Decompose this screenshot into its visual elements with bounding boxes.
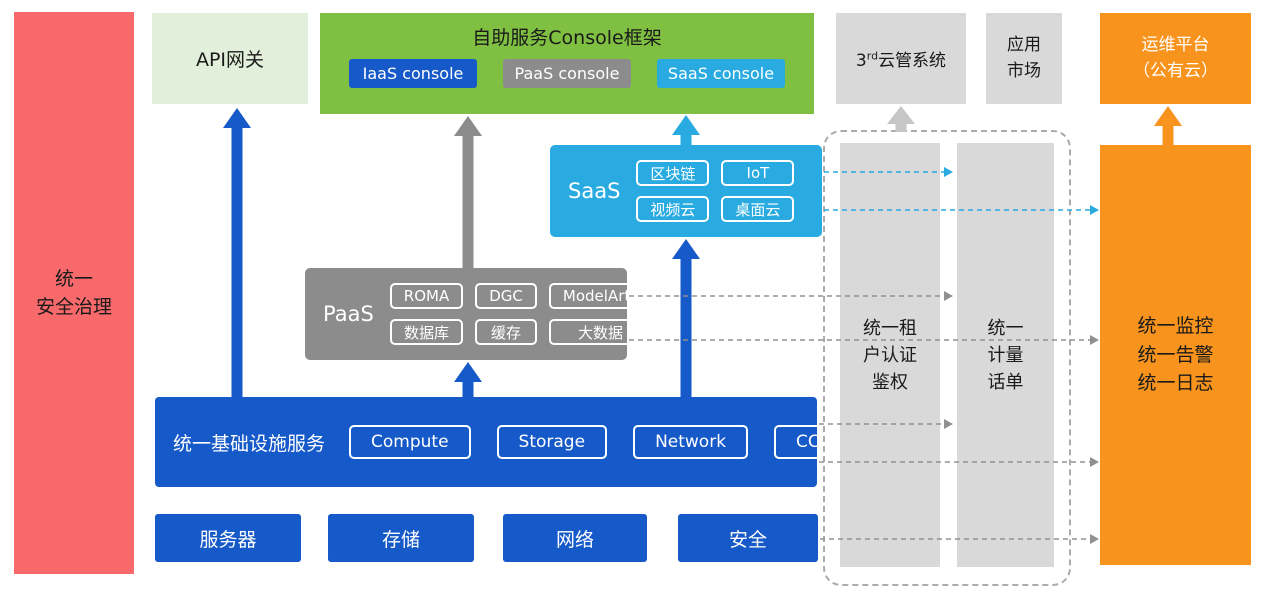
iaas-console-box: IaaS console <box>349 59 477 88</box>
paas-panel: PaaS ROMA DGC ModelArts 数据库 缓存 大数据 <box>305 268 653 360</box>
paas-chip-database: 数据库 <box>389 319 464 345</box>
saas-chip-desktop-cloud: 桌面云 <box>721 196 795 222</box>
hardware-security-box: 安全 <box>678 514 818 562</box>
hardware-network-box: 网络 <box>503 514 647 562</box>
saas-panel: SaaS 区块链 IoT 视频云 桌面云 <box>550 145 822 237</box>
api-gateway-box: API网关 <box>152 13 308 104</box>
saas-chip-iot: IoT <box>721 160 795 186</box>
saas-chips: 区块链 IoT 视频云 桌面云 <box>636 160 795 222</box>
paas-chip-modelarts: ModelArts <box>548 283 653 309</box>
app-market-box: 应用 市场 <box>986 13 1062 104</box>
third-party-rest: 云管系统 <box>878 51 947 71</box>
arrow-monitor-to-om-platform <box>1154 106 1182 145</box>
console-framework-box: 自助服务Console框架 IaaS console PaaS console … <box>320 13 814 114</box>
infrastructure-chips: Compute Storage Network CCE <box>349 425 853 459</box>
om-platform-box: 运维平台 （公有云） <box>1100 13 1251 104</box>
saas-chip-video-cloud: 视频云 <box>636 196 710 222</box>
console-framework-title: 自助服务Console框架 <box>472 27 662 49</box>
infrastructure-bar: 统一基础设施服务 Compute Storage Network CCE <box>155 397 853 487</box>
paas-console-box: PaaS console <box>503 59 631 88</box>
arrow-saas-to-console <box>672 115 700 145</box>
hardware-storage-box: 存储 <box>328 514 474 562</box>
hardware-server-box: 服务器 <box>155 514 301 562</box>
paas-chip-roma: ROMA <box>389 283 464 309</box>
console-items: IaaS console PaaS console SaaS console <box>349 59 785 88</box>
saas-label: SaaS <box>568 179 621 203</box>
paas-label: PaaS <box>323 302 374 326</box>
third-party-sup: rd <box>866 49 879 63</box>
saas-console-box: SaaS console <box>657 59 785 88</box>
infra-chip-network: Network <box>633 425 749 459</box>
paas-chips: ROMA DGC ModelArts 数据库 缓存 大数据 <box>389 283 653 345</box>
third-party-cloud-label: 3rd云管系统 <box>856 46 946 71</box>
monitoring-alarm-log-bar: 统一监控 统一告警 统一日志 <box>1100 145 1251 565</box>
third-party-prefix: 3 <box>855 51 867 71</box>
infrastructure-label: 统一基础设施服务 <box>173 432 326 455</box>
arrow-infra-to-saas <box>672 239 700 397</box>
shared-services-dashed-zone <box>823 130 1071 586</box>
arrow-infra-to-paas <box>454 362 482 397</box>
arrow-zone-to-third-party-cloud <box>887 106 915 132</box>
arrow-infra-to-api-gateway <box>223 108 251 397</box>
tenant-auth-bar: 统一租 户认证 鉴权 <box>840 143 940 567</box>
paas-chip-dgc: DGC <box>475 283 537 309</box>
paas-chip-cache: 缓存 <box>475 319 537 345</box>
saas-chip-blockchain: 区块链 <box>636 160 710 186</box>
infra-chip-compute: Compute <box>349 425 471 459</box>
third-party-cloud-box: 3rd云管系统 <box>836 13 966 104</box>
metering-billing-bar: 统一 计量 话单 <box>957 143 1054 567</box>
security-governance-bar: 统一 安全治理 <box>14 12 134 574</box>
infra-chip-storage: Storage <box>496 425 608 459</box>
arrow-paas-to-console <box>454 116 482 268</box>
paas-chip-bigdata: 大数据 <box>548 319 653 345</box>
